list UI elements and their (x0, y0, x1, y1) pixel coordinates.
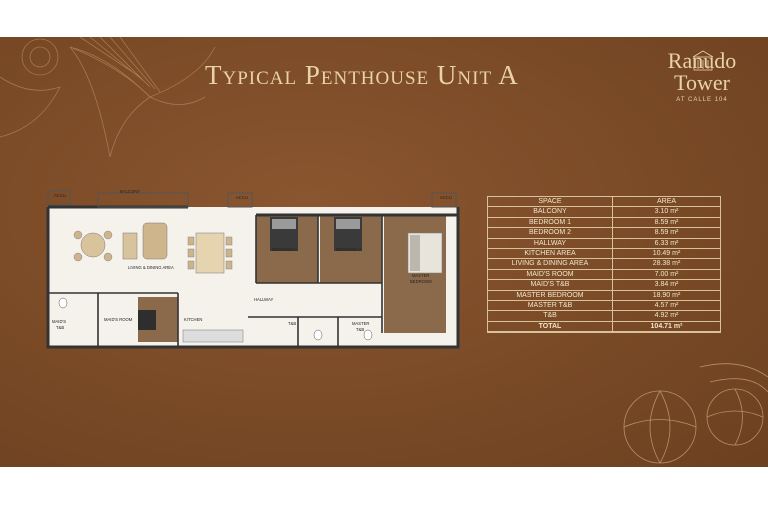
tb-label: T&B (288, 321, 297, 326)
area-cell: 3.10 m² (654, 208, 679, 216)
master-tb-label: MASTER (352, 321, 370, 326)
table-row: MAID'S T&B 3.84 m² (488, 280, 720, 291)
space-cell: MASTER BEDROOM (488, 290, 613, 300)
total-label: TOTAL (488, 321, 613, 332)
background-panel: ACCU ACCU ACCU BALCONY BEDROOM 1 BEDROOM… (0, 37, 768, 467)
space-cell: MASTER T&B (488, 300, 613, 311)
master-tb-label-2: T&B (356, 327, 365, 332)
table-row: LIVING & DINING AREA 28.38 m² (488, 259, 720, 270)
area-cell: 8.59 m² (654, 229, 679, 237)
hallway-label: HALLWAY (254, 297, 274, 302)
total-value: 104.71 m² (650, 322, 683, 330)
maids-tb-label-2: T&B (56, 325, 65, 330)
space-cell: T&B (488, 311, 613, 321)
area-cell: 3.84 m² (654, 281, 679, 289)
bedroom1-label: BEDROOM 1 (272, 247, 298, 252)
area-cell: 4.57 m² (654, 301, 679, 309)
bedroom2-label: BEDROOM 2 (336, 247, 362, 252)
header-space: SPACE (488, 197, 613, 207)
maids-tb-label: MAID'S (52, 319, 67, 324)
logo-line-3: AT CALLE 104 (676, 97, 728, 103)
page-title: Typical Penthouse Unit A (205, 60, 519, 90)
space-cell: BEDROOM 1 (488, 217, 613, 228)
table-row: BEDROOM 2 8.59 m² (488, 228, 720, 239)
space-cell: KITCHEN AREA (488, 248, 613, 259)
space-cell: MAID'S T&B (488, 280, 613, 290)
area-cell: 6.33 m² (654, 239, 679, 247)
table-row: MASTER BEDROOM 18.90 m² (488, 290, 720, 301)
area-cell: 4.92 m² (654, 312, 679, 320)
space-cell: BEDROOM 2 (488, 228, 613, 238)
floor-plan (46, 190, 460, 349)
space-cell: HALLWAY (488, 238, 613, 248)
space-cell: BALCONY (488, 207, 613, 217)
area-cell: 10.49 m² (652, 249, 681, 257)
maids-room-label: MAID'S ROOM (104, 317, 133, 322)
balcony-label: BALCONY (120, 189, 141, 194)
table-row: KITCHEN AREA 10.49 m² (488, 248, 720, 260)
table-row: BALCONY 3.10 m² (488, 207, 720, 218)
space-cell: MAID'S ROOM (488, 269, 613, 280)
area-cell: 7.00 m² (654, 270, 679, 278)
logo-line-2: Tower (674, 70, 730, 95)
table-row: MASTER T&B 4.57 m² (488, 300, 720, 312)
table-row: T&B 4.92 m² (488, 311, 720, 322)
fan-decoration-icon (0, 37, 216, 158)
master-bedroom-label-2: BEDROOM (410, 279, 432, 284)
table-header-row: SPACE AREA (488, 197, 720, 208)
logo-line-1: Ranudo (667, 48, 737, 73)
header-area: AREA (656, 198, 677, 205)
area-cell: 8.59 m² (654, 218, 679, 226)
area-cell: 28.38 m² (652, 260, 681, 268)
kitchen-label: KITCHEN (184, 317, 203, 322)
area-cell: 18.90 m² (652, 291, 681, 299)
accu-label: ACCU (54, 193, 66, 198)
accu-label: ACCU (236, 195, 248, 200)
area-table: SPACE AREA BALCONY 3.10 m² BEDROOM 1 8.59 … (487, 196, 721, 334)
brand-logo: Ranudo Tower AT CALLE 104 (662, 48, 742, 104)
table-row: MAID'S ROOM 7.00 m² (488, 269, 720, 281)
master-bedroom-label: MASTER (412, 273, 430, 278)
table-total-row: TOTAL 104.71 m² (488, 321, 720, 333)
space-cell: LIVING & DINING AREA (488, 259, 613, 269)
accu-label: ACCU (440, 195, 452, 200)
table-row: BEDROOM 1 8.59 m² (488, 217, 720, 229)
shell-decoration-icon (623, 363, 768, 464)
building-logo-icon (692, 50, 714, 71)
living-dining-label: LIVING & DINING AREA (128, 265, 174, 270)
table-row: HALLWAY 6.33 m² (488, 238, 720, 249)
